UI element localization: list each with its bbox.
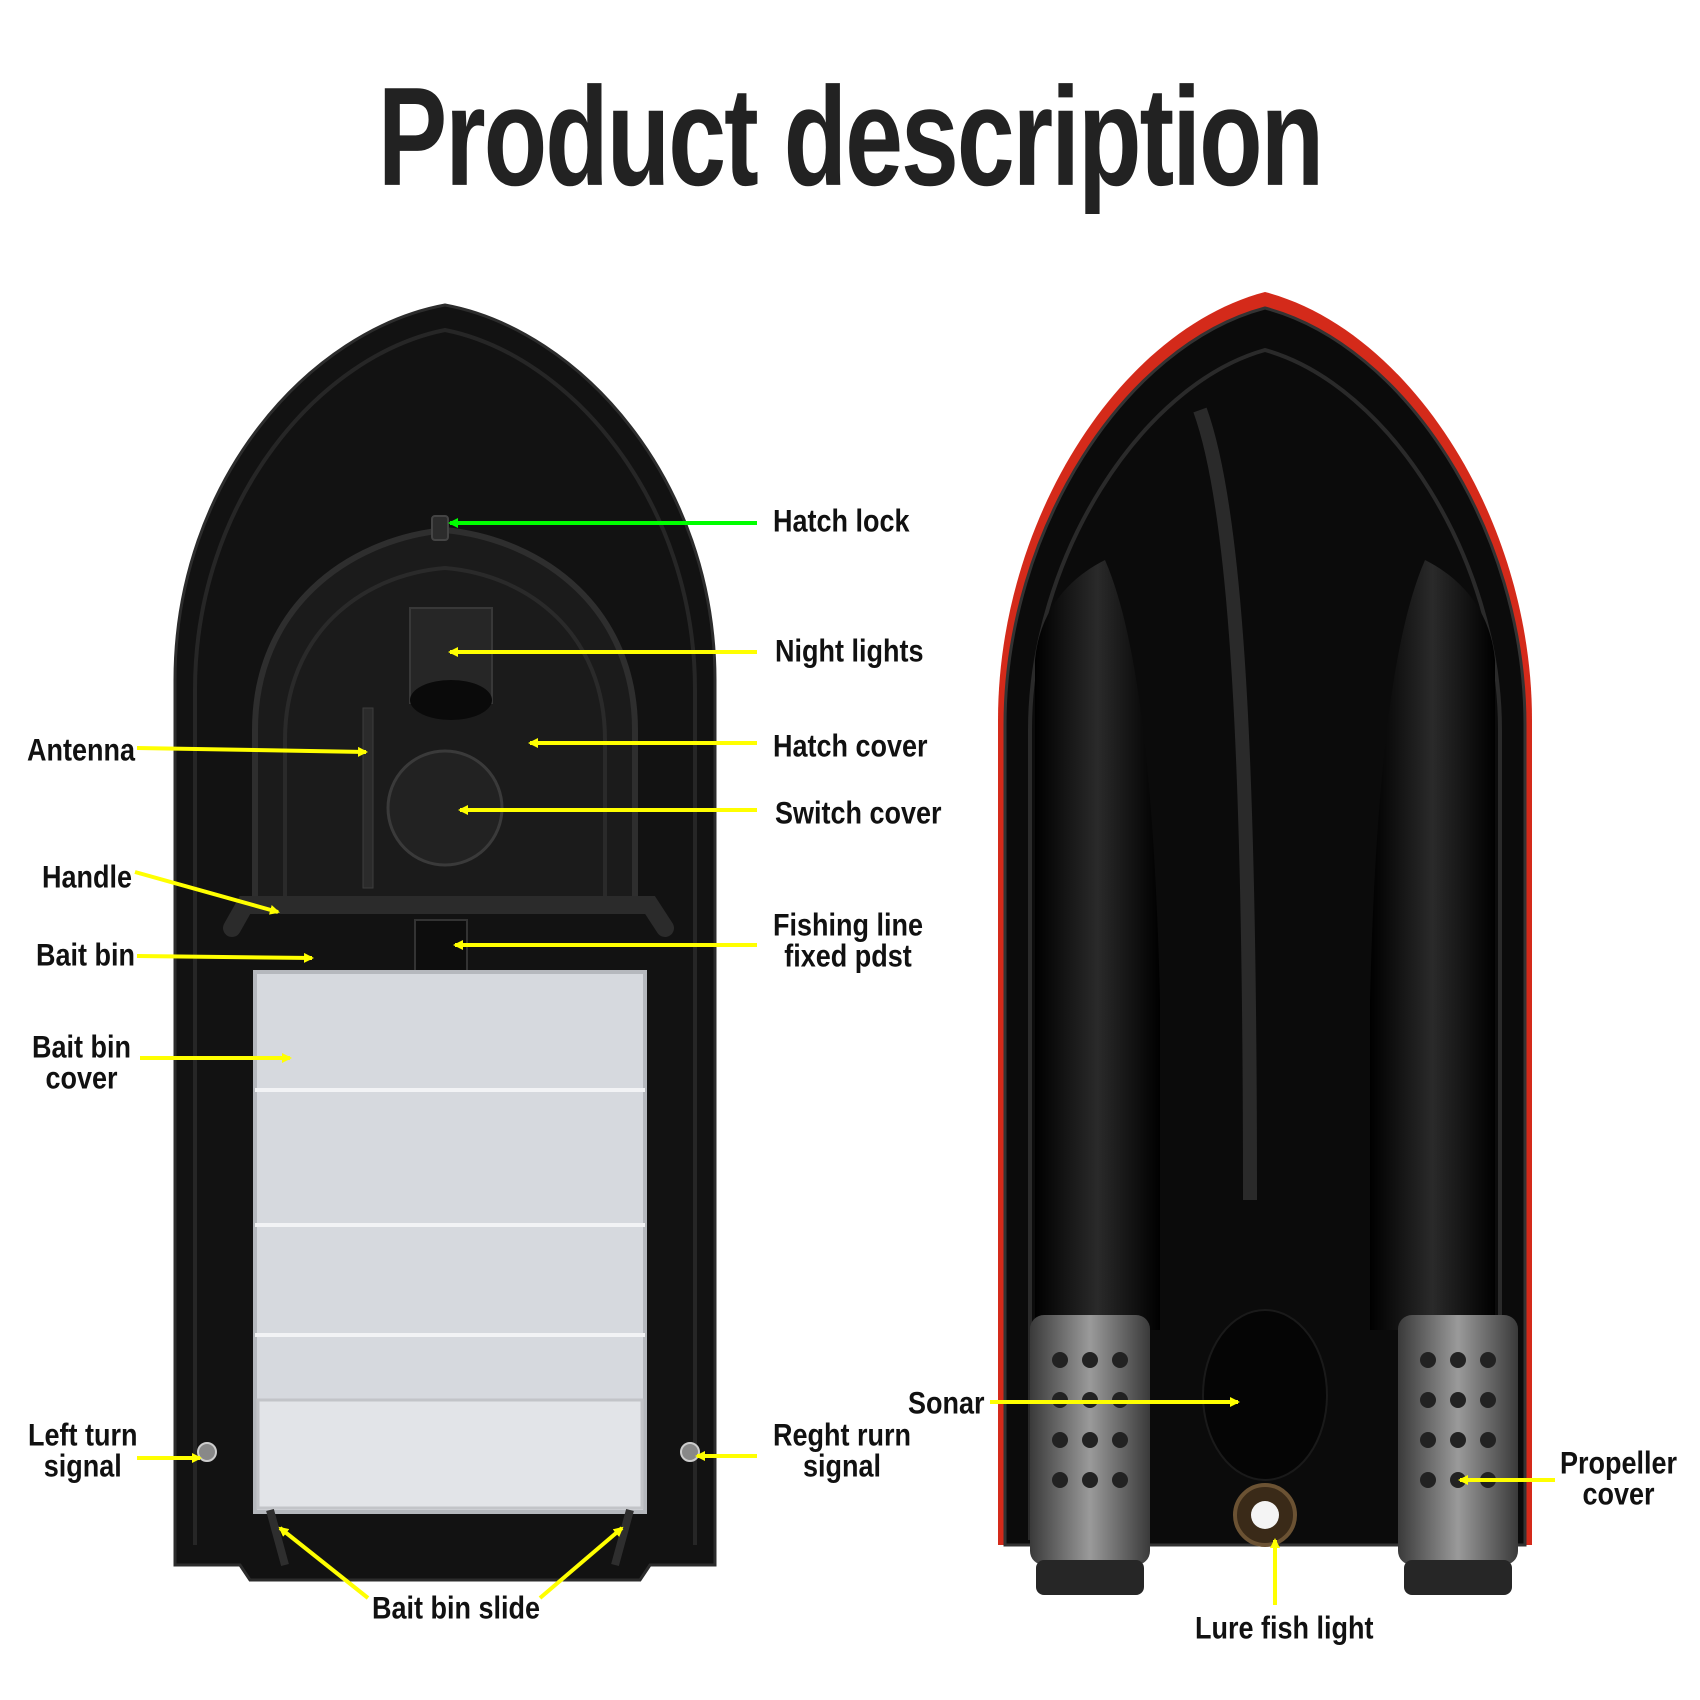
page-title: Product description <box>377 59 1324 216</box>
hatch-lock-shape <box>431 515 449 541</box>
boat-top-view <box>173 303 717 1582</box>
sonar-shape <box>1202 1309 1328 1481</box>
label-bait-bin-cover: Bait bin cover <box>32 1029 131 1096</box>
label-hatch-lock: Hatch lock <box>773 503 910 539</box>
right-signal-shape <box>680 1442 700 1462</box>
label-hatch-cover: Hatch cover <box>773 728 928 764</box>
handle-arrow <box>134 870 280 915</box>
label-left-turn-signal: Left turn signal <box>28 1417 138 1484</box>
right-keel <box>1370 560 1495 1330</box>
left-keel <box>1035 560 1160 1330</box>
label-fishing-line-post: Fishing line fixed pdst <box>773 907 924 974</box>
handle-bar <box>223 896 674 937</box>
arrows <box>134 518 1555 1605</box>
slide-right-arrow <box>538 1526 624 1600</box>
label-propeller-cover: Propeller cover <box>1560 1445 1678 1512</box>
antenna-rod <box>362 707 374 889</box>
hull-rim <box>193 327 697 1545</box>
label-bait-bin-slide: Bait bin slide <box>372 1590 541 1626</box>
label-bait-bin: Bait bin <box>36 937 135 973</box>
label-right-turn-signal: Reght rurn signal <box>773 1417 911 1484</box>
left-signal-shape <box>197 1442 217 1462</box>
label-handle: Handle <box>42 859 133 895</box>
bait-bin-front <box>256 1398 644 1510</box>
label-switch-cover: Switch cover <box>775 795 942 831</box>
label-sonar: Sonar <box>908 1385 985 1421</box>
bait-bin-arrow <box>136 952 314 963</box>
label-night-lights: Night lights <box>775 633 924 669</box>
antenna-arrow <box>136 746 368 757</box>
label-lure-fish-light: Lure fish light <box>1195 1610 1374 1646</box>
boat-bottom-view <box>998 292 1532 1595</box>
slide-left-arrow <box>278 1526 370 1600</box>
label-antenna: Antenna <box>27 732 135 768</box>
